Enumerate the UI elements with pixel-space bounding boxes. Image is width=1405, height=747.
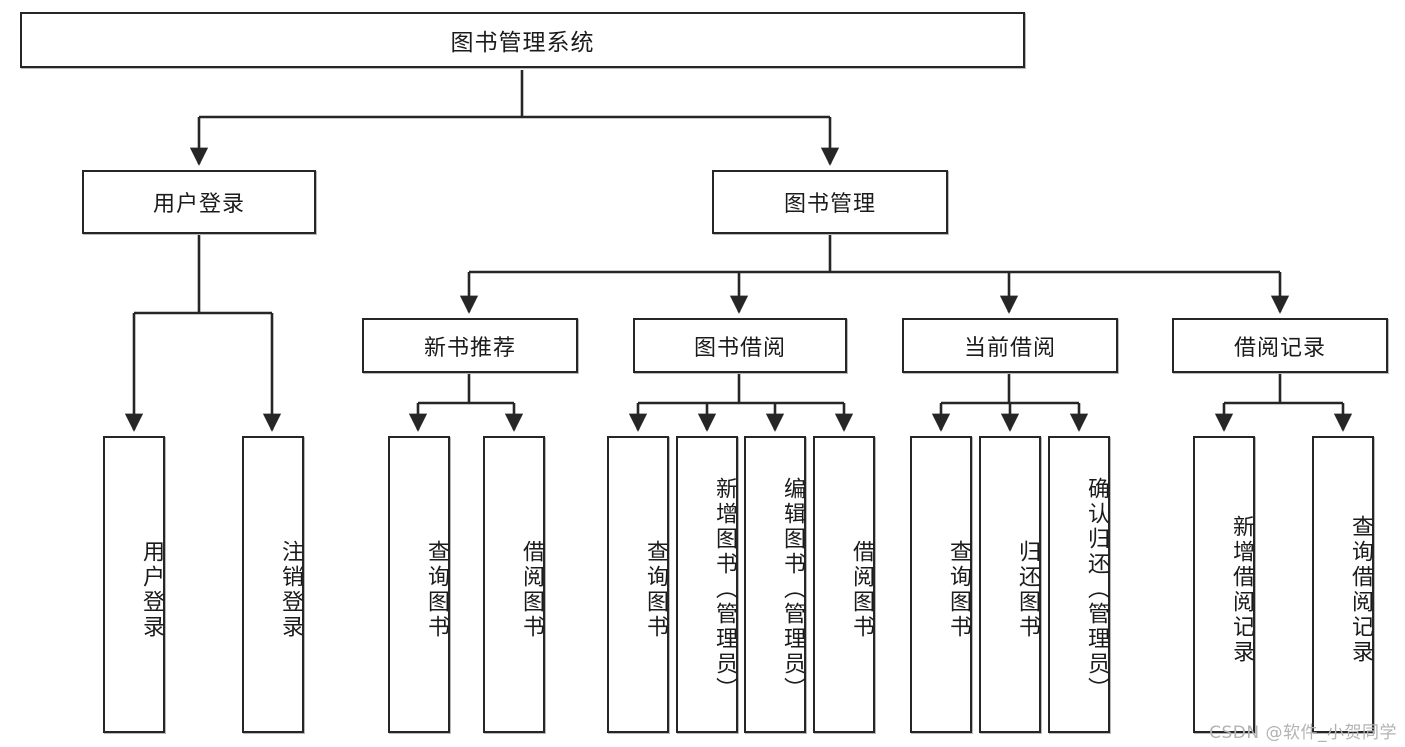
node-leaf-borrow-book-2-label: 借阅图书 xyxy=(849,539,874,640)
node-leaf-user-logout-label: 注销登录 xyxy=(278,539,303,640)
node-borrow-record-label: 借阅记录 xyxy=(1233,335,1326,361)
node-leaf-borrow-book-2[interactable]: 借阅图书 xyxy=(813,436,875,733)
node-leaf-add-book[interactable]: 新增图书（管理员） xyxy=(676,436,738,733)
node-book-manage-label: 图书管理 xyxy=(783,192,876,217)
node-root-label: 图书管理系统 xyxy=(450,30,595,56)
node-current-borrow-label: 当前借阅 xyxy=(963,335,1056,361)
node-leaf-borrow-book-1-label: 借阅图书 xyxy=(519,539,544,640)
node-leaf-add-record-label: 新增借阅记录 xyxy=(1229,514,1254,665)
node-leaf-user-logout[interactable]: 注销登录 xyxy=(242,436,304,733)
node-leaf-borrow-book-1[interactable]: 借阅图书 xyxy=(483,436,545,733)
node-leaf-query-record[interactable]: 查询借阅记录 xyxy=(1312,436,1374,733)
node-new-book-recommend-label: 新书推荐 xyxy=(423,335,516,361)
watermark-text: CSDN @软件_小贺同学 xyxy=(1209,723,1397,743)
node-root[interactable]: 图书管理系统 xyxy=(20,12,1025,68)
node-leaf-query-book-2-label: 查询图书 xyxy=(643,539,668,640)
node-leaf-query-book-1[interactable]: 查询图书 xyxy=(388,436,450,733)
node-new-book-recommend[interactable]: 新书推荐 xyxy=(362,318,578,373)
node-leaf-user-login[interactable]: 用户登录 xyxy=(103,436,165,733)
node-leaf-confirm-return[interactable]: 确认归还（管理员） xyxy=(1048,436,1110,733)
node-leaf-edit-book-label: 编辑图书（管理员） xyxy=(780,477,805,702)
node-borrow-record[interactable]: 借阅记录 xyxy=(1172,318,1388,373)
node-leaf-user-login-label: 用户登录 xyxy=(139,539,164,640)
node-leaf-confirm-return-label: 确认归还（管理员） xyxy=(1084,477,1109,702)
node-leaf-return-book[interactable]: 归还图书 xyxy=(979,436,1041,733)
node-book-borrow-label: 图书借阅 xyxy=(693,335,786,361)
node-leaf-query-book-1-label: 查询图书 xyxy=(424,539,449,640)
node-user-login[interactable]: 用户登录 xyxy=(82,170,316,234)
node-leaf-add-book-label: 新增图书（管理员） xyxy=(712,477,737,702)
node-current-borrow[interactable]: 当前借阅 xyxy=(902,318,1118,373)
node-leaf-query-book-3-label: 查询图书 xyxy=(946,539,971,640)
node-leaf-edit-book[interactable]: 编辑图书（管理员） xyxy=(744,436,806,733)
node-leaf-query-book-3[interactable]: 查询图书 xyxy=(910,436,972,733)
node-user-login-label: 用户登录 xyxy=(152,192,245,217)
node-leaf-add-record[interactable]: 新增借阅记录 xyxy=(1193,436,1255,733)
node-book-borrow[interactable]: 图书借阅 xyxy=(633,318,847,373)
node-leaf-query-record-label: 查询借阅记录 xyxy=(1348,514,1373,665)
node-leaf-query-book-2[interactable]: 查询图书 xyxy=(607,436,669,733)
node-leaf-return-book-label: 归还图书 xyxy=(1015,539,1040,640)
node-book-manage[interactable]: 图书管理 xyxy=(712,170,948,234)
